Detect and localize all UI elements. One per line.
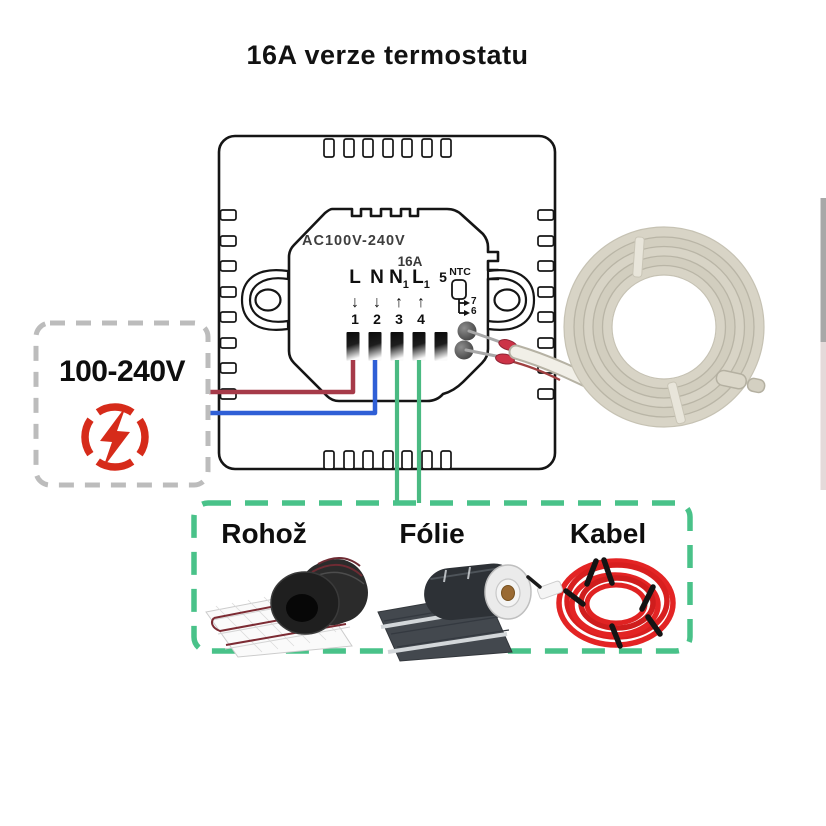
photo-edge-artifact bbox=[820, 198, 826, 490]
terminal-blocks bbox=[346, 332, 448, 361]
heating-mat-illustration bbox=[205, 557, 368, 658]
ntc-sensor-symbol bbox=[451, 279, 470, 316]
terminal-number: 2 bbox=[373, 310, 381, 327]
heating-loads-box bbox=[191, 500, 693, 662]
terminal-label: N bbox=[389, 267, 403, 288]
terminal-number: 4 bbox=[417, 310, 425, 327]
terminal-column-5: 5 bbox=[428, 268, 458, 285]
terminal-arrow: ↓ bbox=[373, 293, 381, 311]
top-vent-slots bbox=[323, 138, 452, 158]
terminal-arrow: ↓ bbox=[351, 293, 359, 311]
power-supply-box bbox=[33, 320, 211, 488]
neutral-wire bbox=[209, 360, 378, 416]
terminal-label-sub: 1 bbox=[402, 278, 409, 291]
load-label-foil: Fólie bbox=[399, 518, 465, 549]
lightning-circle-icon bbox=[81, 403, 149, 471]
terminal-number: 5 bbox=[439, 269, 447, 285]
wires bbox=[209, 360, 422, 506]
ntc-terminal-7-label: 7 bbox=[471, 296, 477, 307]
terminal-label: L bbox=[412, 267, 424, 288]
crimp-terminal bbox=[495, 353, 515, 365]
load-label-mat: Rohož bbox=[221, 518, 307, 549]
bottom-vent-slots bbox=[323, 450, 452, 470]
terminal-column-4: L1 ↑ 4 bbox=[406, 268, 436, 327]
ntc-terminal-6-label: 6 bbox=[471, 306, 477, 317]
diagram-title: 16A verze termostatu bbox=[246, 40, 529, 70]
load-label-cable: Kabel bbox=[569, 518, 647, 549]
floor-sensor-cable-coil bbox=[563, 226, 766, 428]
sensor-probe-tip bbox=[715, 369, 766, 394]
terminal-number: 3 bbox=[395, 310, 403, 327]
terminal-label: L bbox=[349, 267, 361, 288]
terminal-column-1: L ↓ 1 bbox=[340, 268, 370, 327]
heating-foil-illustration bbox=[377, 563, 532, 662]
terminal-column-3: N1 ↑ 3 bbox=[384, 268, 414, 327]
cable-tie bbox=[667, 381, 686, 425]
sensor-screw-terminals bbox=[454, 321, 477, 360]
terminal-column-2: N ↓ 2 bbox=[362, 268, 392, 327]
terminal-arrow: ↑ bbox=[417, 293, 425, 311]
live-wire bbox=[209, 360, 356, 395]
terminal-number: 1 bbox=[351, 310, 359, 327]
amp-rating-label: 16A bbox=[397, 254, 423, 269]
power-supply-voltage-label: 100-240V bbox=[58, 355, 186, 388]
voltage-rating-label: AC100V-240V bbox=[302, 233, 406, 249]
terminal-label-sub: 1 bbox=[423, 278, 430, 291]
terminal-label: N bbox=[370, 267, 384, 288]
left-mounting-wing bbox=[240, 269, 290, 331]
ntc-label: NTC bbox=[449, 266, 471, 278]
terminal-arrow: ↑ bbox=[395, 293, 403, 311]
right-mounting-wing bbox=[486, 269, 536, 331]
heating-cable-illustration bbox=[526, 557, 676, 649]
cable-tie bbox=[632, 236, 645, 278]
